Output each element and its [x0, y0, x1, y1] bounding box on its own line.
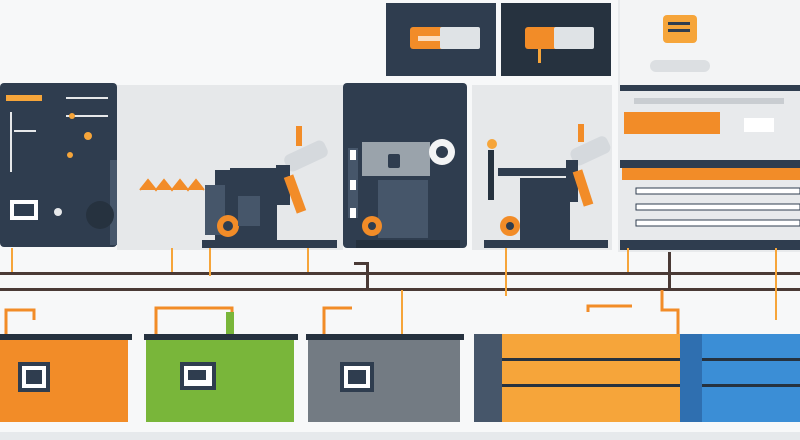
rail-post	[366, 262, 369, 288]
orange-bin-2	[474, 334, 680, 422]
spark-zigzag	[139, 178, 205, 192]
conveyor-machine-icon	[202, 170, 337, 248]
drop-lines	[11, 248, 777, 334]
top-monitor-2	[501, 3, 611, 76]
conveyor-machine-3	[484, 139, 608, 248]
robotic-arm-2	[566, 124, 611, 207]
monitor-screen-icon	[618, 0, 800, 252]
rail-post-right	[668, 252, 671, 290]
floor-strip	[0, 432, 800, 440]
blue-bin	[680, 334, 800, 422]
battery-icon	[0, 334, 132, 422]
rail-upper	[0, 272, 800, 275]
gray-bin	[306, 334, 464, 422]
green-bin	[144, 312, 298, 422]
top-monitor-1	[386, 3, 496, 76]
rail-lower	[0, 288, 800, 291]
press-machine	[343, 83, 467, 248]
rail-joint	[354, 262, 368, 265]
robotic-arm-icon	[230, 126, 328, 214]
